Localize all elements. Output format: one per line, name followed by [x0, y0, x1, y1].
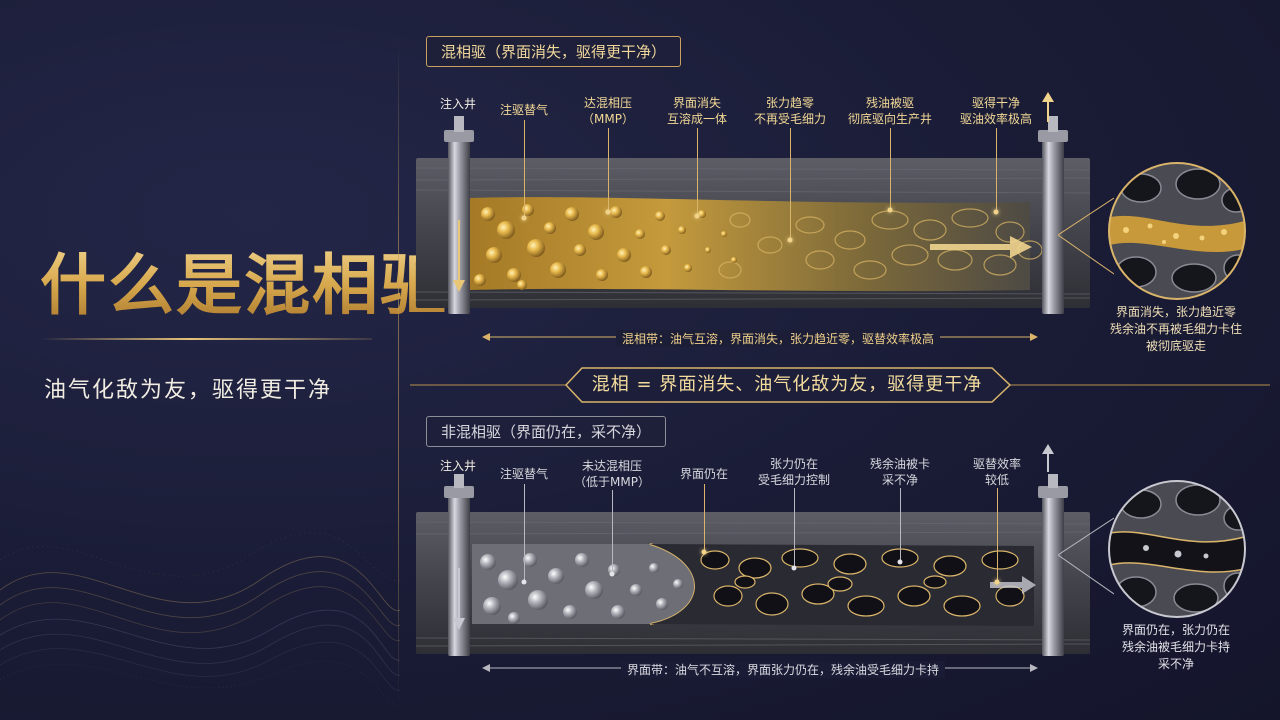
production-arrow-icon — [1042, 444, 1054, 472]
stage-label-inject-gas: 注驱替气 — [499, 103, 549, 117]
stage-marker-dot — [994, 579, 1000, 585]
page-title: 什么是混相驱 — [40, 232, 448, 328]
title-divider — [40, 338, 372, 340]
stage-label-clean-sweep: 驱得干净驱油效率极高 — [959, 96, 1033, 126]
closeup-connector — [1058, 517, 1114, 595]
stage-leader-line — [997, 488, 998, 582]
stage-marker-dot — [897, 559, 903, 565]
stage-leader-line — [524, 120, 525, 218]
stage-label-interface-vanish: 界面消失互溶成一体 — [666, 96, 728, 126]
stage-leader-line — [704, 484, 705, 552]
closeup-connector — [1058, 197, 1114, 275]
stage-leader-line — [890, 128, 891, 210]
stage-leader-line — [612, 490, 613, 574]
panel-separator — [398, 40, 399, 700]
miscible-closeup-caption: 界面消失，张力趋近零 残余油不再被毛细力卡住 被彻底驱走 — [1109, 305, 1243, 353]
production-arrow-icon — [1042, 92, 1054, 122]
immiscible-section-label: 非混相驱（界面仍在，采不净） — [426, 416, 667, 447]
stage-marker-dot — [791, 565, 797, 571]
immiscible-pore-closeup — [1108, 480, 1246, 618]
miscible-section-label: 混相驱（界面消失，驱得更干净） — [426, 36, 682, 67]
decorative-wave-pattern — [0, 532, 400, 707]
injection-well-label: 注入井 — [439, 97, 477, 111]
immiscible-band-caption: 界面带：油气不互溶，界面张力仍在，残余油受毛细力卡持 — [620, 661, 946, 678]
stage-marker-dot — [609, 571, 615, 577]
stage-marker-dot — [521, 579, 527, 585]
stage-label-low-efficiency: 驱替效率较低 — [972, 457, 1022, 487]
miscible-pore-closeup — [1108, 162, 1246, 300]
stage-label-below-mmp: 未达混相压（低于MMP） — [574, 459, 650, 489]
stage-leader-line — [697, 128, 698, 216]
stage-leader-line — [996, 128, 997, 212]
stage-label-tension-zero: 张力趋零不再受毛细力 — [753, 96, 827, 126]
stage-label-tension-remains: 张力仍在受毛细力控制 — [757, 457, 831, 487]
injection-well-label: 注入井 — [439, 459, 477, 473]
stage-leader-line — [794, 488, 795, 568]
immiscible-reservoir-diagram — [415, 474, 1091, 656]
stage-marker-dot — [993, 209, 999, 215]
stage-marker-dot — [605, 209, 611, 215]
stage-leader-line — [524, 484, 525, 582]
stage-label-reach-mmp: 达混相压（MMP） — [582, 96, 634, 126]
stage-leader-line — [900, 488, 901, 562]
stage-marker-dot — [887, 207, 893, 213]
stage-leader-line — [608, 128, 609, 212]
stage-label-interface-remains: 界面仍在 — [679, 467, 729, 481]
immiscible-closeup-caption: 界面仍在，张力仍在 残余油被毛细力卡持 采不净 — [1121, 623, 1231, 671]
stage-marker-dot — [787, 237, 793, 243]
miscible-band-caption: 混相带：油气互溶，界面消失，张力趋近零，驱替效率极高 — [615, 330, 941, 347]
page-subtitle: 油气化敌为友，驱得更干净 — [44, 378, 333, 403]
summary-banner-frame — [410, 367, 1270, 403]
stage-marker-dot — [521, 215, 527, 221]
summary-banner-text: 混相 = 界面消失、油气化敌为友，驱得更干净 — [591, 374, 983, 395]
stage-marker-dot — [694, 213, 700, 219]
stage-label-inject-gas: 注驱替气 — [499, 467, 549, 481]
stage-label-residual-driven: 残油被驱彻底驱向生产井 — [847, 96, 933, 126]
miscible-reservoir-diagram — [415, 116, 1091, 314]
stage-marker-dot — [701, 549, 707, 555]
stage-leader-line — [790, 128, 791, 240]
stage-label-residual-trapped: 残余油被卡采不净 — [869, 457, 931, 487]
